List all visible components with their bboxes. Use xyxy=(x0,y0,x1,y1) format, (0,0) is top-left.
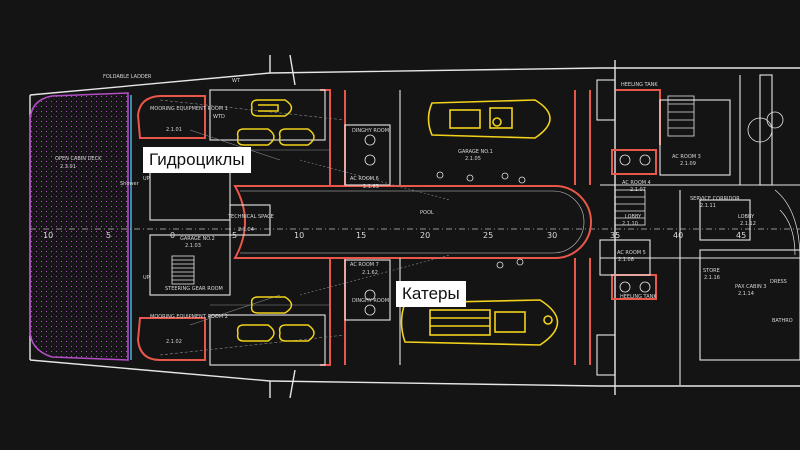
label-ac-room-5-code: 2.1.08 xyxy=(618,257,634,263)
label-shower: Shower xyxy=(120,181,140,187)
boat-group xyxy=(400,99,559,346)
label-pax-cabin-3-code: 2.1.14 xyxy=(738,291,754,297)
frame-number: 10 xyxy=(43,231,53,240)
hull-outline xyxy=(29,54,800,399)
label-ac-room-7: AC ROOM 7 xyxy=(350,262,379,268)
label-bathroom: BATHRO xyxy=(772,318,793,324)
equipment-fixtures xyxy=(364,111,784,316)
label-pax-cabin-3: PAX CABIN 3 xyxy=(735,284,766,290)
label-ac-room-5: AC ROOM 5 xyxy=(617,250,646,256)
red-bulkheads xyxy=(136,89,661,366)
frame-number: 20 xyxy=(420,231,430,240)
label-wt-1: WT xyxy=(232,78,241,84)
label-ac-room-4-code: 2.1.07 xyxy=(630,187,646,193)
room-labels: FOLDABLE LADDER OPEN CABIN DECK 2.3.01 M… xyxy=(55,74,793,345)
open-cabin-deck-area xyxy=(29,92,129,361)
label-lobby-2: LOBBY xyxy=(738,214,755,220)
label-ac-room-6-code: 2.1.63 xyxy=(363,184,379,190)
label-ac-room-3-code: 2.1.09 xyxy=(680,161,696,167)
frame-number: 5 xyxy=(232,231,237,240)
boats-caption: Катеры xyxy=(396,281,466,307)
label-mooring-equip-1: MOORING EQUIPMENT ROOM 1 xyxy=(150,106,228,112)
label-mooring-equip-1-code: 2.1.01 xyxy=(166,127,182,133)
label-dress: DRESS xyxy=(770,279,787,285)
label-lobby-2-code: 2.1.12 xyxy=(740,221,756,227)
frame-number: 5 xyxy=(106,231,111,240)
label-dinghy-room-1: DINGHY ROOM xyxy=(352,128,389,134)
label-lobby-1-code: 2.1.10 xyxy=(622,221,638,227)
label-service-corridor-code: 2.1.11 xyxy=(700,203,716,209)
frame-number: 10 xyxy=(294,231,304,240)
label-lobby-1: LOBBY xyxy=(625,214,642,220)
stairs xyxy=(171,95,695,285)
label-up-2: UP xyxy=(143,275,150,281)
frame-number: 0 xyxy=(170,231,175,240)
frame-numbers: 10 5 0 5 10 15 20 25 30 35 40 45 xyxy=(43,231,746,240)
jet-ski-group xyxy=(236,99,315,342)
label-open-cabin-deck: OPEN CABIN DECK xyxy=(55,156,102,162)
frame-number: 30 xyxy=(547,231,557,240)
label-service-corridor: SERVICE CORRIDOR xyxy=(690,196,740,202)
label-heeling-tank-2: HEELING TANK xyxy=(620,294,657,300)
label-technical-space: TECHNICAL SPACE xyxy=(227,214,274,220)
frame-number: 25 xyxy=(483,231,493,240)
jet-skis-caption: Гидроциклы xyxy=(143,147,251,173)
frame-number: 45 xyxy=(736,231,746,240)
label-store-code: 2.1.16 xyxy=(704,275,720,281)
label-up-1: UP xyxy=(143,176,150,182)
label-garage-2: GARAGE NO.2 xyxy=(180,236,215,242)
label-ac-room-6: AC ROOM 6 xyxy=(350,176,379,182)
label-garage-2-code: 2.1.03 xyxy=(185,243,201,249)
label-heeling-tank-1: HEELING TANK xyxy=(621,82,658,88)
label-steering-gear: STEERING GEAR ROOM xyxy=(165,286,223,292)
label-garage-1-code: 2.1.05 xyxy=(465,156,481,162)
frame-number: 35 xyxy=(610,231,620,240)
label-ac-room-4: AC ROOM 4 xyxy=(622,180,651,186)
label-mooring-equip-2-code: 2.1.02 xyxy=(166,339,182,345)
label-technical-space-code: 2.1.04 xyxy=(238,227,254,233)
pool-outline xyxy=(233,185,592,259)
frame-number: 40 xyxy=(673,231,683,240)
label-garage-1: GARAGE NO.1 xyxy=(458,149,493,155)
label-ac-room-3: AC ROOM 3 xyxy=(672,154,701,160)
label-mooring-equip-2: MOORING EQUIPMENT ROOM 2 xyxy=(150,314,228,320)
label-pool: POOL xyxy=(420,210,434,216)
label-dinghy-room-2: DINGHY ROOM xyxy=(352,298,389,304)
label-store: STORE xyxy=(703,268,720,274)
frame-number: 15 xyxy=(356,231,366,240)
label-foldable-ladder: FOLDABLE LADDER xyxy=(103,74,152,80)
label-ac-room-7-code: 2.1.62 xyxy=(362,270,378,276)
label-wtd-1: WTD xyxy=(213,114,225,120)
label-open-cabin-deck-code: 2.3.01 xyxy=(60,164,76,170)
